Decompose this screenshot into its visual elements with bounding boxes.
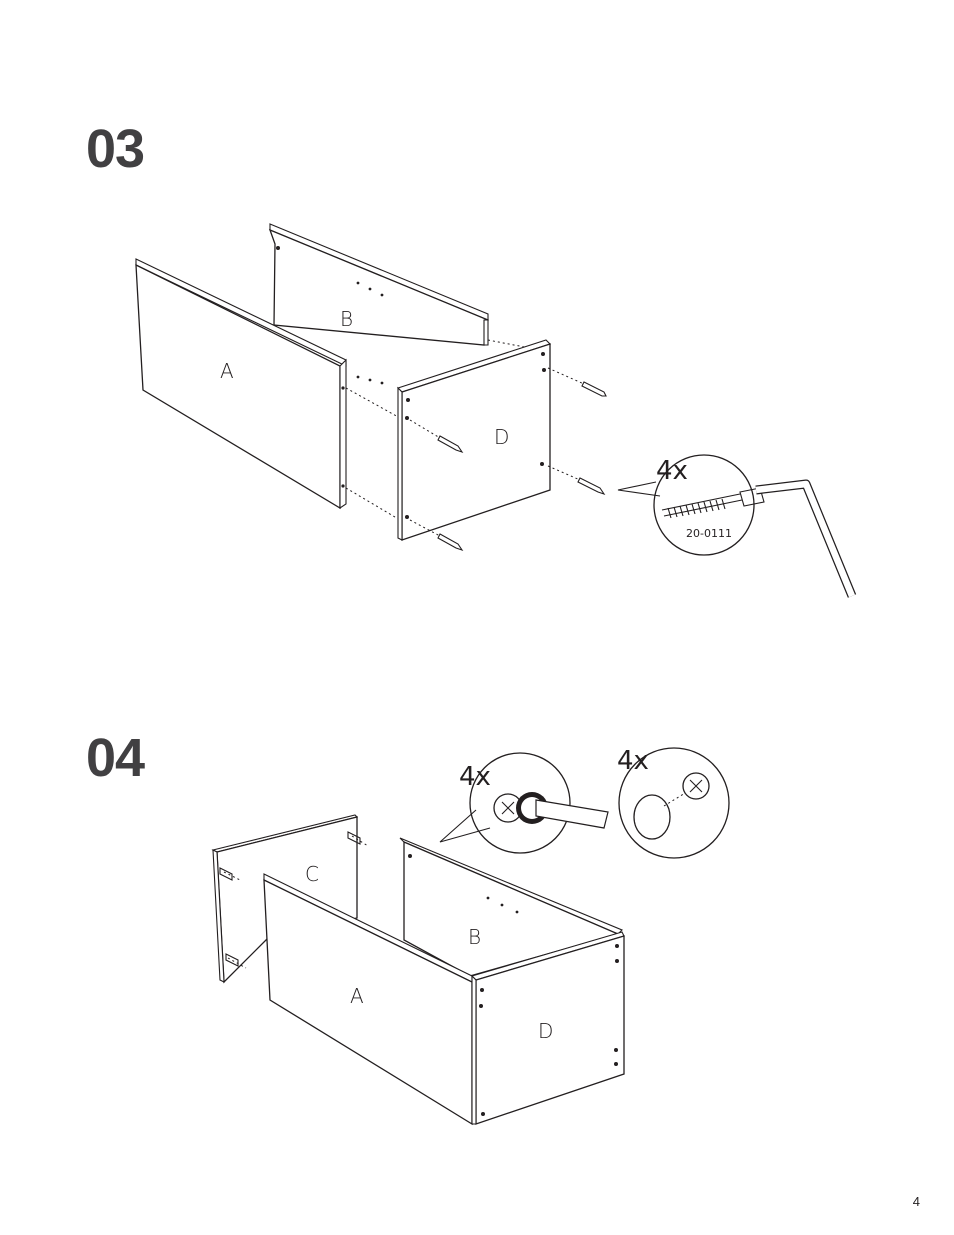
callout-quantity: 4x bbox=[656, 456, 688, 486]
panel-b-label: B bbox=[340, 307, 353, 331]
panel-b-step4-label: B bbox=[468, 925, 481, 949]
panel-c-label: C bbox=[305, 862, 319, 886]
panel-c: C bbox=[213, 815, 357, 982]
cam-lock-callout: 4x bbox=[440, 753, 608, 853]
screw-bottom-right bbox=[548, 466, 604, 494]
panel-b-step4: B bbox=[400, 838, 622, 976]
cam-lock-screwdriver-icon bbox=[494, 792, 608, 828]
panel-d: D bbox=[398, 340, 550, 540]
hex-key-icon bbox=[756, 484, 852, 596]
cover-cap-callout: 4x bbox=[617, 746, 729, 858]
part-code: 20-0111 bbox=[686, 527, 732, 540]
screw-callout: 4x 20-0111 bbox=[618, 455, 852, 596]
cam-bolts-c bbox=[220, 832, 368, 968]
panel-d-step4-label: D bbox=[538, 1019, 553, 1043]
cover-cap-icon bbox=[634, 773, 709, 839]
cam-lock-quantity: 4x bbox=[459, 762, 491, 792]
panel-a-step4-label: A bbox=[350, 984, 364, 1008]
step-3-diagram: B A D bbox=[0, 0, 954, 640]
step-4-number: 04 bbox=[86, 731, 144, 785]
cover-cap-quantity: 4x bbox=[617, 746, 649, 776]
panel-d-label: D bbox=[494, 425, 509, 449]
page-number: 4 bbox=[913, 1194, 920, 1209]
panel-a-label: A bbox=[220, 359, 234, 383]
panel-a-step4: A bbox=[264, 874, 472, 1124]
screw-top-right bbox=[548, 368, 606, 396]
panel-d-step4: D bbox=[472, 932, 624, 1124]
